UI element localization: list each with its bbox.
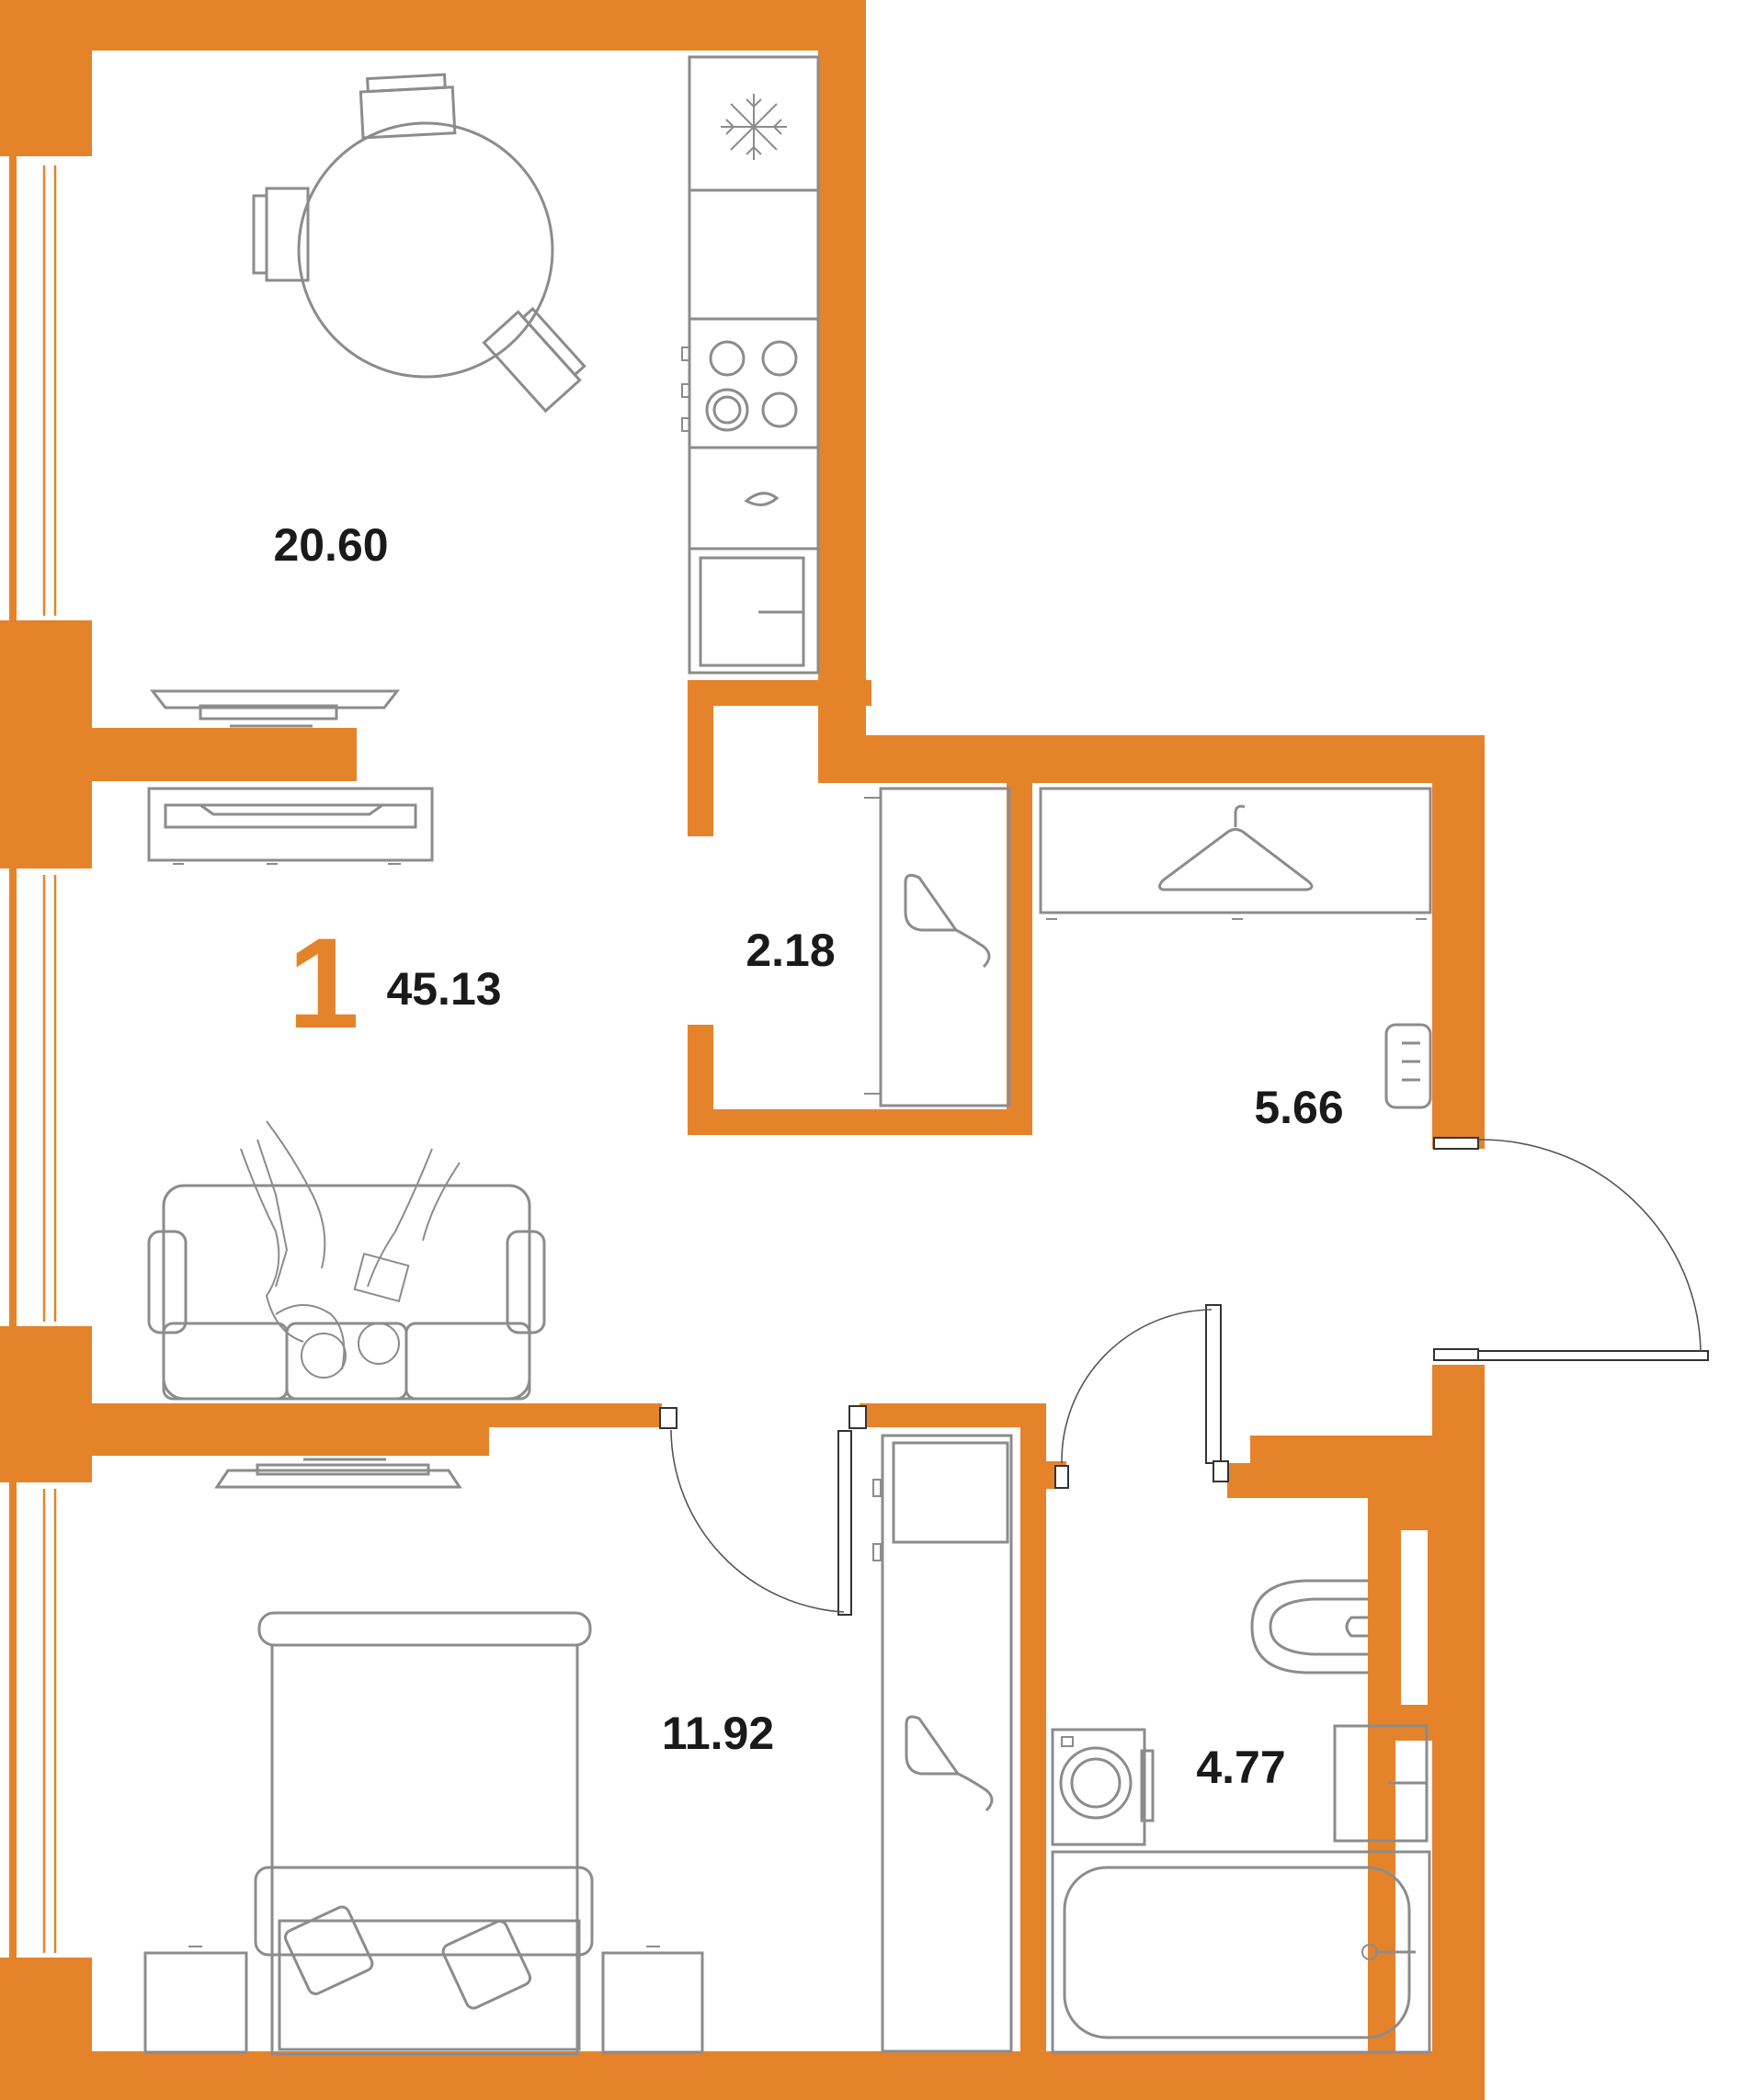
storage-wardrobe <box>864 787 1011 1107</box>
dishwasher-icon <box>699 556 805 667</box>
bedroom-wardrobe <box>872 1434 1013 2053</box>
bathtub-icon <box>1051 1850 1431 2054</box>
nightstand-right <box>601 1946 704 2054</box>
bedroom-tv-icon <box>214 1458 462 1489</box>
hallway-wardrobe <box>1039 787 1432 920</box>
nightstand-left <box>143 1946 248 2054</box>
tv-cabinet <box>147 787 434 865</box>
sink-icon <box>744 492 780 506</box>
entrance-door <box>1433 1137 1709 1361</box>
total-area: 45.13 <box>386 963 501 1015</box>
toilet-icon <box>1250 1579 1368 1674</box>
sofa <box>147 1184 546 1401</box>
kitchen-counter <box>688 55 820 675</box>
people-on-sofa-icon <box>240 1120 461 1379</box>
stove-icon <box>681 340 798 432</box>
room-area-bathroom: 4.77 <box>1196 1742 1285 1793</box>
bedroom-door <box>659 1405 867 1616</box>
windows <box>42 165 57 1953</box>
dining-table <box>252 73 586 414</box>
washing-machine-icon <box>1051 1728 1155 1846</box>
room-area-kitchen-living: 20.60 <box>273 519 388 571</box>
rooms-count: 1 <box>288 911 359 1055</box>
room-area-storage: 2.18 <box>746 925 835 976</box>
bed <box>254 1611 594 2056</box>
snowflake-icon <box>721 94 787 160</box>
bathroom-door <box>1054 1304 1229 1489</box>
bathroom-sink-icon <box>1333 1724 1429 1843</box>
walls <box>0 0 1485 2100</box>
room-area-hallway: 5.66 <box>1254 1082 1343 1133</box>
tv-icon <box>149 689 401 728</box>
room-area-bedroom: 11.92 <box>662 1708 774 1759</box>
radiator-icon <box>1384 1023 1432 1109</box>
